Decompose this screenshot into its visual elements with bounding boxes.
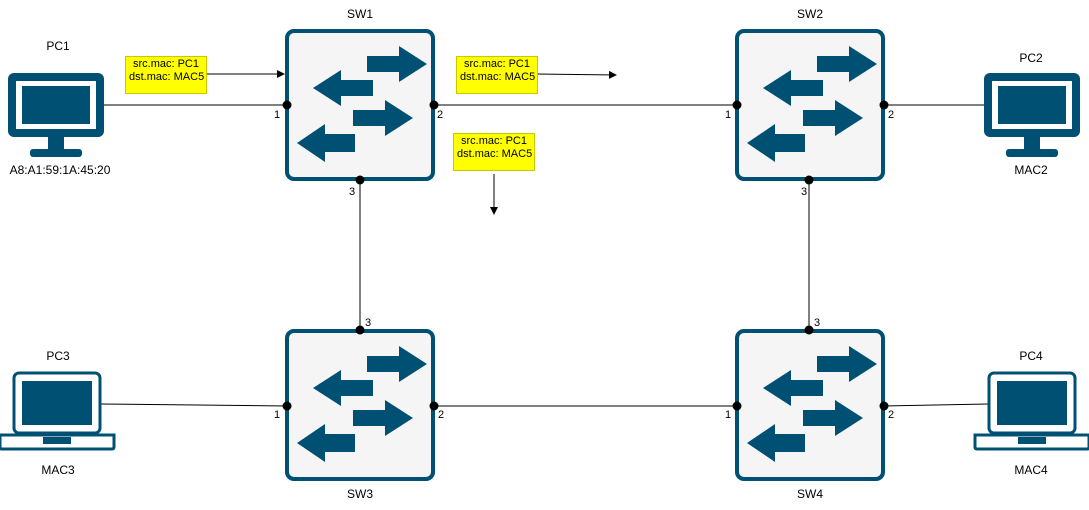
- switch-icon: [735, 329, 885, 481]
- port-dot: [282, 401, 292, 411]
- port-label: 3: [814, 317, 820, 329]
- port-label: 3: [365, 317, 371, 329]
- port-dot: [732, 100, 742, 110]
- frame-dst-mac: dst.mac: MAC5: [460, 71, 536, 83]
- laptop-icon: [0, 371, 116, 451]
- frame-note: src.mac: PC1 dst.mac: MAC5: [456, 56, 538, 94]
- switch-sw3[interactable]: [285, 329, 435, 481]
- switch-icon: [735, 29, 885, 181]
- switch-label-sw3: SW3: [347, 487, 373, 501]
- port-label: 2: [888, 409, 894, 421]
- host-label-pc4: PC4: [1019, 349, 1043, 363]
- port-dot: [879, 401, 889, 411]
- frame-dst-mac: dst.mac: MAC5: [129, 71, 205, 83]
- host-pc3[interactable]: [0, 371, 116, 451]
- port-label: 3: [349, 186, 355, 198]
- port-dot: [879, 100, 889, 110]
- frame-src-mac: src.mac: PC1: [460, 135, 527, 147]
- port-dot: [429, 401, 439, 411]
- port-label: 2: [437, 109, 443, 121]
- mac-label-pc3: MAC3: [41, 463, 75, 477]
- port-label: 1: [725, 409, 731, 421]
- frame-arrows: [205, 70, 617, 215]
- switch-sw2[interactable]: [735, 29, 885, 181]
- link-sw4-pc4: [883, 403, 989, 407]
- port-dot: [355, 175, 365, 185]
- switch-label-sw4: SW4: [797, 487, 823, 501]
- port-label: 1: [274, 409, 280, 421]
- port-label: 2: [438, 409, 444, 421]
- port-dot: [804, 325, 814, 335]
- switch-label-sw1: SW1: [347, 7, 373, 21]
- frame-note: src.mac: PC1 dst.mac: MAC5: [453, 133, 535, 171]
- port-dot: [355, 325, 365, 335]
- switch-sw4[interactable]: [735, 329, 885, 481]
- port-label: 1: [725, 109, 731, 121]
- host-label-pc2: PC2: [1019, 51, 1043, 65]
- port-dot: [282, 100, 292, 110]
- port-label: 3: [801, 186, 807, 198]
- desktop-monitor-icon: [984, 73, 1080, 157]
- switch-label-sw2: SW2: [797, 7, 823, 21]
- host-label-pc1: PC1: [46, 39, 70, 53]
- frame-dst-mac: dst.mac: MAC5: [457, 148, 533, 160]
- port-label: 2: [888, 109, 894, 121]
- port-dot: [429, 100, 439, 110]
- frame-note: src.mac: PC1 dst.mac: MAC5: [125, 56, 207, 94]
- link-pc3-sw3: [99, 403, 287, 407]
- port-dots: [282, 100, 889, 411]
- switch-icon: [285, 329, 435, 481]
- host-pc1[interactable]: [8, 73, 104, 157]
- host-pc2[interactable]: [984, 73, 1080, 157]
- frame-src-mac: src.mac: PC1: [132, 58, 199, 70]
- switch-sw1[interactable]: [285, 29, 435, 181]
- mac-label-pc4: MAC4: [1014, 463, 1048, 477]
- host-label-pc3: PC3: [46, 349, 70, 363]
- mac-label-pc1: A8:A1:59:1A:45:20: [10, 163, 111, 177]
- desktop-monitor-icon: [8, 73, 104, 157]
- laptop-icon: [973, 371, 1089, 451]
- port-label: 1: [274, 109, 280, 121]
- frame-src-mac: src.mac: PC1: [463, 58, 530, 70]
- frame-arrow-toward-sw2: [535, 70, 617, 79]
- links: [96, 104, 989, 407]
- port-dot: [732, 401, 742, 411]
- port-dot: [804, 175, 814, 185]
- mac-label-pc2: MAC2: [1014, 163, 1048, 177]
- host-pc4[interactable]: [973, 371, 1089, 451]
- switch-icon: [285, 29, 435, 181]
